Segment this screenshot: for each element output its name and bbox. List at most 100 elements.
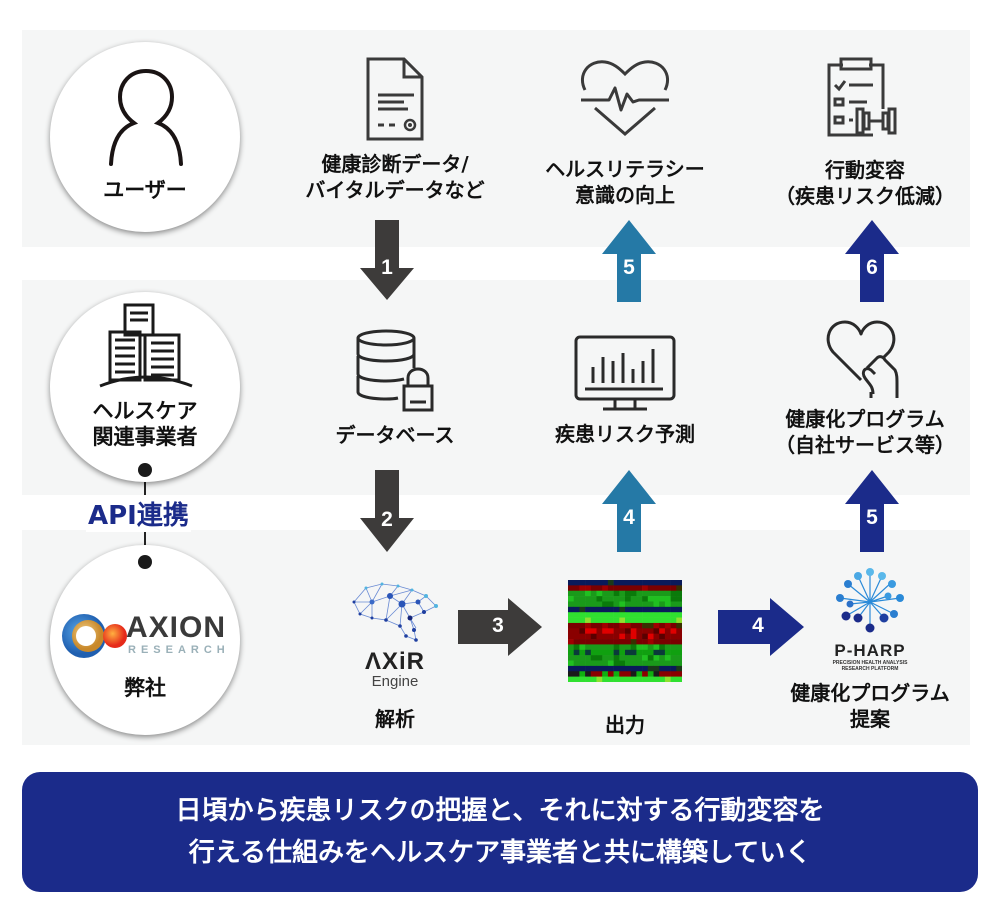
heatmap-cell (596, 660, 603, 667)
heatmap-cell (636, 676, 643, 682)
heatmap-cell (676, 633, 682, 640)
heatmap-cell (619, 660, 626, 667)
heatmap-cell (630, 660, 637, 667)
heatmap-cell (653, 590, 660, 597)
heatmap-cell (636, 655, 643, 661)
heatmap-cell (636, 628, 643, 634)
heatmap-cell (607, 660, 614, 667)
heatmap-cell (573, 676, 580, 682)
heatmap-cell (619, 580, 626, 586)
heatmap-cell (596, 665, 603, 672)
heatmap-cell (568, 601, 574, 608)
heatmap-cell (596, 676, 603, 682)
arrow-step-4-right-number: 4 (752, 614, 764, 637)
heatmap-cell (647, 622, 654, 629)
heatmap-cell (619, 585, 626, 592)
heatmap-cell (607, 671, 614, 677)
heatmap-cell (664, 655, 671, 661)
heatmap-cell (630, 612, 637, 618)
heatmap-cell (636, 649, 643, 656)
node-behavior-change: 行動変容 （疾患リスク低減） (760, 55, 970, 209)
connector-dot-bottom (138, 555, 152, 569)
heatmap-cell (596, 612, 603, 618)
actor-company: AXION RESEARCH 弊社 (50, 545, 240, 735)
node-risk-prediction: 疾患リスク予測 (525, 335, 725, 447)
heatmap-cell (642, 649, 649, 656)
heatmap-cell (636, 601, 643, 608)
axion-rings-icon (62, 614, 127, 658)
heatmap-cell (670, 649, 677, 656)
heatmap-cell (590, 596, 597, 602)
brain-network-icon (352, 582, 438, 642)
heatmap-cell (596, 580, 603, 586)
heatmap-cell (590, 606, 597, 613)
heatmap-cell (573, 622, 580, 629)
heatmap-cell (590, 676, 597, 682)
heatmap-cell (585, 655, 592, 661)
actor-company-label: 弊社 (124, 676, 166, 700)
heatmap-cell (642, 596, 649, 602)
heatmap-cell (676, 671, 682, 677)
heatmap-cell (659, 676, 666, 682)
heatmap-cell (568, 633, 574, 640)
heatmap-cell (670, 612, 677, 618)
axion-research-logo: AXION RESEARCH (60, 611, 230, 661)
heatmap-cell (647, 639, 654, 645)
heatmap-cell (602, 622, 609, 629)
heatmap-cell (636, 622, 643, 629)
heatmap-cell (670, 596, 677, 602)
heatmap-cell (664, 580, 671, 586)
heatmap-cell (585, 628, 592, 634)
heatmap-cell (579, 671, 586, 677)
heatmap-cell (642, 655, 649, 661)
heatmap-cell (579, 585, 586, 592)
heatmap-cell (653, 580, 660, 586)
heatmap-cell (619, 601, 626, 608)
heatmap-cell (613, 649, 620, 656)
heatmap-cell (659, 617, 666, 624)
heatmap-icon (568, 580, 682, 682)
heatmap-cell (613, 665, 620, 672)
heatmap-cell (573, 649, 580, 656)
heatmap-cell (636, 596, 643, 602)
node-health-literacy: ヘルスリテラシー 意識の向上 (525, 60, 725, 208)
heatmap-cell (596, 628, 603, 634)
heatmap-cell (596, 585, 603, 592)
heatmap-cell (625, 639, 631, 645)
heatmap-cell (596, 671, 603, 677)
node-output: 出力 (560, 580, 690, 738)
heatmap-cell (607, 596, 614, 602)
heatmap-cell (642, 660, 649, 667)
heatmap-cell (596, 644, 603, 651)
arrow-step-1-number: 1 (381, 256, 393, 279)
heatmap-cell (607, 606, 614, 613)
heatmap-cell (659, 671, 666, 677)
summary-banner-line1: 日頃から疾患リスクの把握と、それに対する行動変容を (175, 796, 825, 826)
heatmap-cell (602, 676, 609, 682)
heatmap-cell (647, 606, 654, 613)
heatmap-cell (625, 585, 631, 592)
heatmap-cell (585, 622, 592, 629)
heatmap-cell (596, 590, 603, 597)
heatmap-cell (659, 633, 666, 640)
heatmap-cell (613, 612, 620, 618)
heatmap-cell (664, 596, 671, 602)
heatmap-cell (642, 617, 649, 624)
connector-dot-top (138, 463, 152, 477)
summary-banner-line2: 行える仕組みをヘルスケア事業者と共に構築していく (188, 838, 812, 868)
heatmap-cell (676, 649, 682, 656)
arrow-step-4-up-number: 4 (623, 506, 635, 529)
heatmap-cell (613, 596, 620, 602)
heatmap-cell (596, 633, 603, 640)
heatmap-cell (579, 676, 586, 682)
arrow-step-3-number: 3 (492, 614, 504, 637)
heatmap-cell (613, 590, 620, 597)
heatmap-cell (647, 649, 654, 656)
heatmap-cell (670, 606, 677, 613)
heatmap-cell (642, 601, 649, 608)
heatmap-cell (613, 628, 620, 634)
heatmap-cell (573, 590, 580, 597)
heatmap-cell (647, 676, 654, 682)
heatmap-cell (664, 606, 671, 613)
actor-user-label: ユーザー (103, 178, 187, 202)
